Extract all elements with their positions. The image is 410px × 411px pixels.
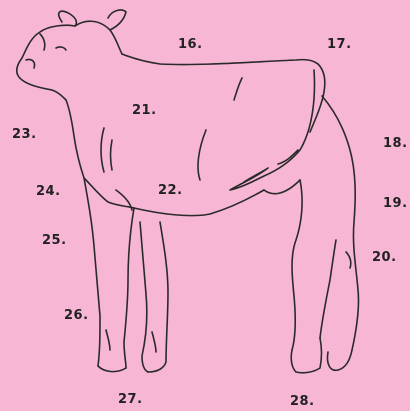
label-16: 16.	[178, 37, 203, 52]
cow-belly	[134, 190, 264, 216]
cow-muzzle	[26, 34, 45, 68]
cow-stifle	[264, 180, 300, 194]
cow-hind-leg-back	[322, 96, 359, 350]
cow-hock-mark	[346, 252, 351, 268]
label-27: 27.	[118, 392, 143, 407]
cow-hind-hoof-1	[291, 338, 321, 373]
cow-back	[122, 54, 318, 65]
label-24: 24.	[36, 184, 61, 199]
label-21: 21.	[132, 103, 157, 118]
label-19: 19.	[383, 196, 408, 211]
cow-rump	[310, 64, 325, 132]
cow-shoulder	[101, 128, 112, 172]
cow-tail	[230, 70, 314, 190]
cow-hind-hoof-2	[327, 350, 352, 370]
cow-fore-leg-2-front	[140, 222, 148, 372]
cow-hind-leg-front	[292, 180, 302, 350]
label-17: 17.	[327, 37, 352, 52]
label-22: 22.	[158, 183, 183, 198]
cow-barrel-line	[198, 78, 242, 180]
label-20: 20.	[372, 250, 397, 265]
cow-fore-leg-1-front	[84, 178, 100, 366]
label-26: 26.	[64, 308, 89, 323]
cow-head	[17, 25, 75, 100]
label-18: 18.	[383, 136, 408, 151]
label-28: 28.	[290, 394, 315, 409]
cow-fore-leg-2-back	[148, 222, 168, 372]
cow-fore-leg-1-back	[124, 208, 134, 368]
cow-ear-right	[108, 10, 126, 30]
cow-ear-left	[59, 11, 77, 26]
label-25: 25.	[42, 233, 67, 248]
label-23: 23.	[12, 127, 37, 142]
cow-hind-inner	[320, 240, 336, 338]
cow-knee-marks	[106, 330, 156, 352]
cow-eye	[56, 47, 66, 50]
cow-chest	[84, 178, 134, 208]
cow-fore-hoof-1	[98, 366, 126, 372]
cow-throat	[66, 100, 84, 178]
